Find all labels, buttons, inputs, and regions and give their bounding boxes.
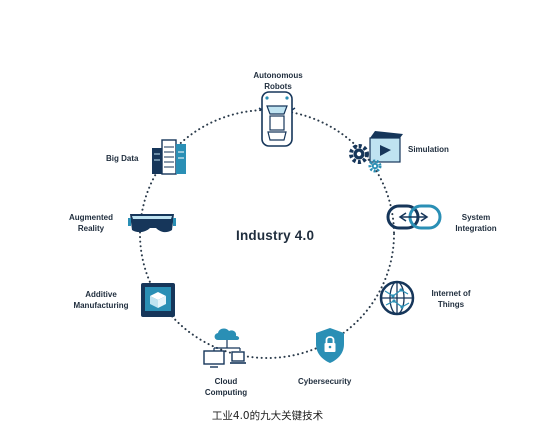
label-cloud-computing: Cloud Computing [204,377,248,397]
vr-headset-icon [128,214,176,233]
figure-caption: 工业4.0的九大关键技术 [211,410,324,422]
label-augmented-reality: Augmented Reality [69,213,113,233]
chain-link-icon [386,204,442,230]
dotted-ring [139,109,395,359]
label-simulation: Simulation [408,145,449,154]
gears-clapperboard-icon [349,131,403,173]
center-title: Industry 4.0 [236,228,315,243]
robot-vehicle-icon [258,91,296,147]
globe-network-icon [379,280,415,316]
server-rack-icon [152,139,186,175]
label-system-integration: System Integration [455,213,497,233]
label-autonomous-robots: Autonomous Robots [253,71,303,91]
label-cybersecurity: Cybersecurity [298,377,352,386]
label-internet-of-things: Internet of Things [431,289,471,309]
label-big-data: Big Data [106,154,139,163]
cloud-devices-icon [203,328,246,368]
label-additive-manufacturing: Additive Manufacturing [73,290,129,310]
3d-printer-icon [141,283,175,317]
shield-lock-icon [316,328,344,363]
